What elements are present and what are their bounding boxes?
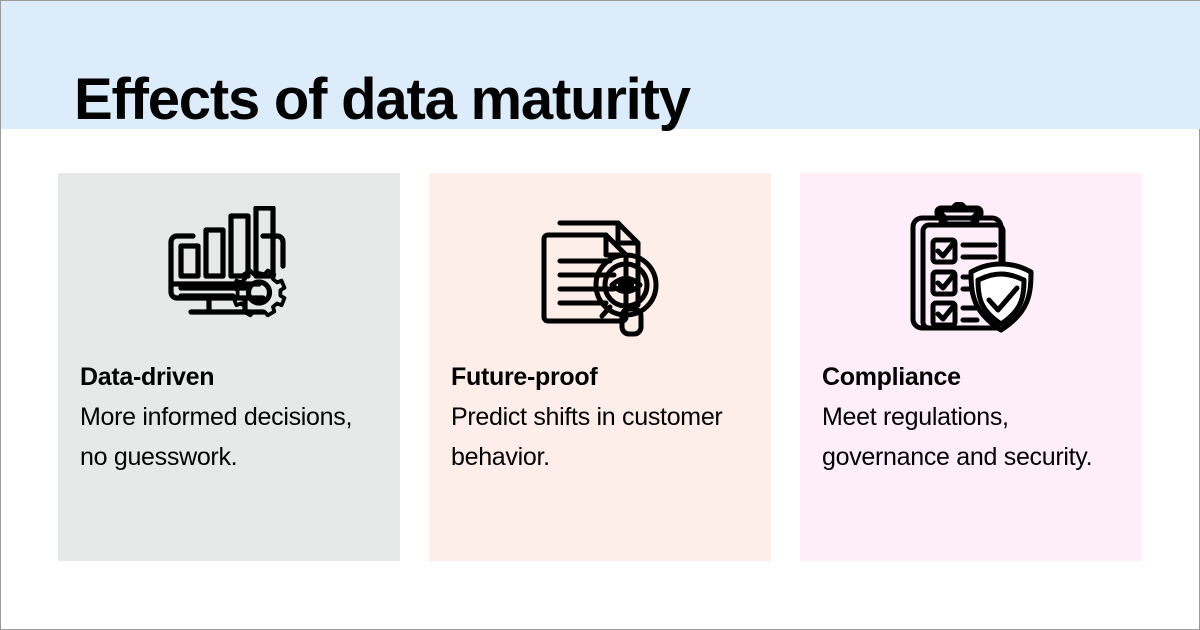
header-band: Effects of data maturity [1,1,1200,132]
card-text-block: Future-proof Predict shifts in customer … [451,357,751,477]
card-description: Meet regulations, governance and securit… [822,403,1093,471]
card-heading: Compliance [822,363,961,391]
card-compliance[interactable]: Compliance Meet regulations, governance … [800,173,1142,561]
page-title: Effects of data maturity [74,66,691,132]
cards-row: Data-driven More informed decisions, no … [58,173,1144,561]
card-text-block: Data-driven More informed decisions, no … [80,357,380,477]
card-text-block: Compliance Meet regulations, governance … [822,357,1122,477]
clipboard-checklist-shield-icon [800,195,1142,345]
card-future-proof[interactable]: Future-proof Predict shifts in customer … [429,173,771,561]
card-heading: Data-driven [80,363,215,391]
card-description: Predict shifts in customer behavior. [451,403,723,471]
card-heading: Future-proof [451,363,598,391]
monitor-bar-chart-gear-icon [58,195,400,345]
card-data-driven[interactable]: Data-driven More informed decisions, no … [58,173,400,561]
documents-magnifier-eye-icon [429,195,771,345]
card-description: More informed decisions, no guesswork. [80,403,353,471]
